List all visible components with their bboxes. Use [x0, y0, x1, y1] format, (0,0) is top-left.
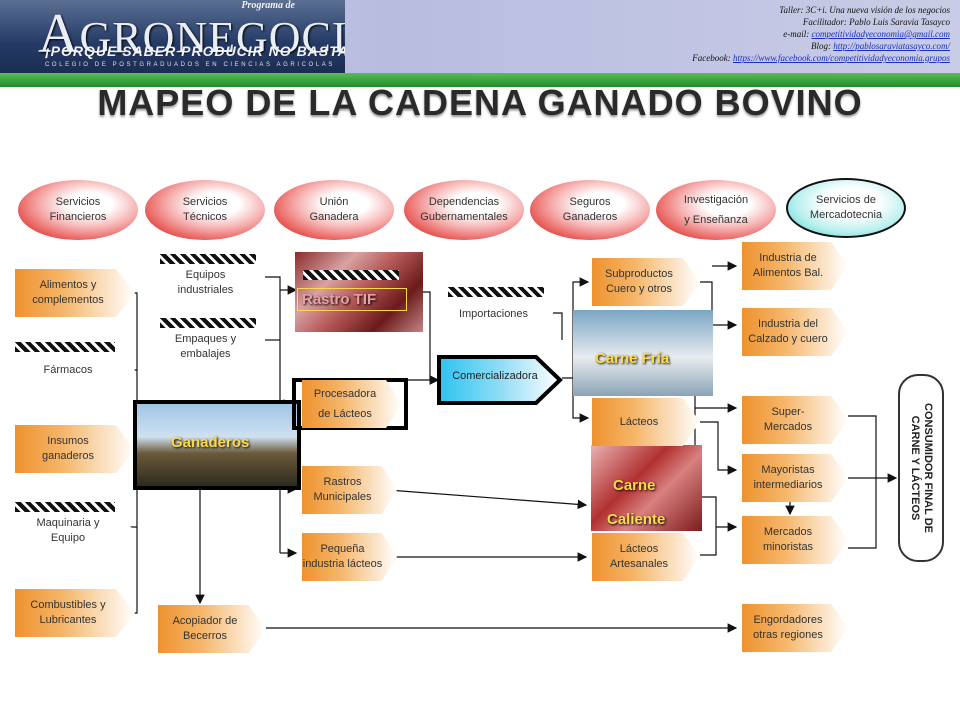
hatch-farmacos: [15, 342, 115, 352]
ganaderos-label: Ganaderos: [171, 434, 250, 451]
ganaderos-photo: Ganaderos: [133, 400, 301, 490]
logo-program: Programa de: [241, 0, 295, 11]
importaciones: Importaciones: [448, 297, 553, 331]
carne-fria-label: Carne Fría: [595, 350, 670, 367]
hatch-equipos: [160, 254, 256, 264]
info-blog-label: Blog:: [811, 41, 834, 51]
info-line-facilitador: Facilitador: Pablo Luis Saravia Tasayco: [802, 17, 950, 27]
info-blog-row: Blog: http://pablosaraviatasayco.com/: [692, 40, 950, 52]
logo-brand-initial: A: [38, 3, 80, 65]
carne-caliente-label-1: Carne: [613, 477, 656, 494]
page-title: MAPEO DE LA CADENA GANADO BOVINO: [97, 82, 863, 123]
comercializadora-label: Comercializadora: [452, 370, 538, 382]
carne-caliente-photo: Carne Caliente: [591, 445, 702, 531]
input-farmacos: Fármacos: [15, 352, 135, 388]
workshop-info: Taller: 3C+i. Una nueva visión de los ne…: [692, 4, 950, 64]
prod-lacteos: Lácteos: [592, 398, 700, 446]
logo-college: COLEGIO DE POSTGRADUADOS EN CIENCIAS AGR…: [45, 62, 335, 68]
rastro-tif-label: Rastro TIF: [297, 288, 407, 311]
importaciones-label: Importaciones: [458, 307, 529, 320]
rastro-tif-photo: Rastro TIF: [295, 252, 423, 332]
green-divider: [0, 73, 960, 87]
info-email-row: e-mail: competitividadyeconomia@gmail.co…: [692, 28, 950, 40]
hatch-importaciones: [448, 287, 544, 297]
blog-link[interactable]: http://pablosaraviatasayco.com/: [833, 41, 950, 51]
mkt-supermercados-label: Super-Mercados: [763, 406, 813, 433]
info-email-label: e-mail:: [783, 29, 812, 39]
email-link[interactable]: competitividadyeconomia@gmail.com: [811, 29, 951, 39]
facebook-link[interactable]: https://www.facebook.com/competitividady…: [732, 53, 950, 63]
input-farmacos-label: Fármacos: [43, 363, 93, 376]
comercializadora-shape: [437, 355, 563, 405]
agronegocios-logo: Programa de AGRONEGOCIOS ¡PORQUE SABER P…: [0, 0, 345, 73]
info-line-taller: Taller: 3C+i. Una nueva visión de los ne…: [779, 5, 950, 15]
hatch-rastro: [303, 270, 399, 280]
mkt-supermercados: Super-Mercados: [742, 396, 848, 444]
prod-lacteos-label: Lácteos: [619, 415, 659, 428]
carne-caliente-label-2: Caliente: [607, 511, 666, 528]
hatch-empaques: [160, 318, 256, 328]
logo-brand-rest: GRONEGOCIOS: [79, 13, 345, 62]
info-facebook-label: Facebook:: [692, 53, 733, 63]
info-facebook-row: Facebook: https://www.facebook.com/compe…: [692, 52, 950, 64]
logo-tagline: ¡PORQUE SABER PRODUCIR NO BASTA!: [45, 43, 345, 59]
hatch-maquinaria: [15, 502, 115, 512]
carne-fria-photo: Carne Fría: [573, 310, 713, 396]
logo-brand: AGRONEGOCIOS: [38, 2, 345, 66]
